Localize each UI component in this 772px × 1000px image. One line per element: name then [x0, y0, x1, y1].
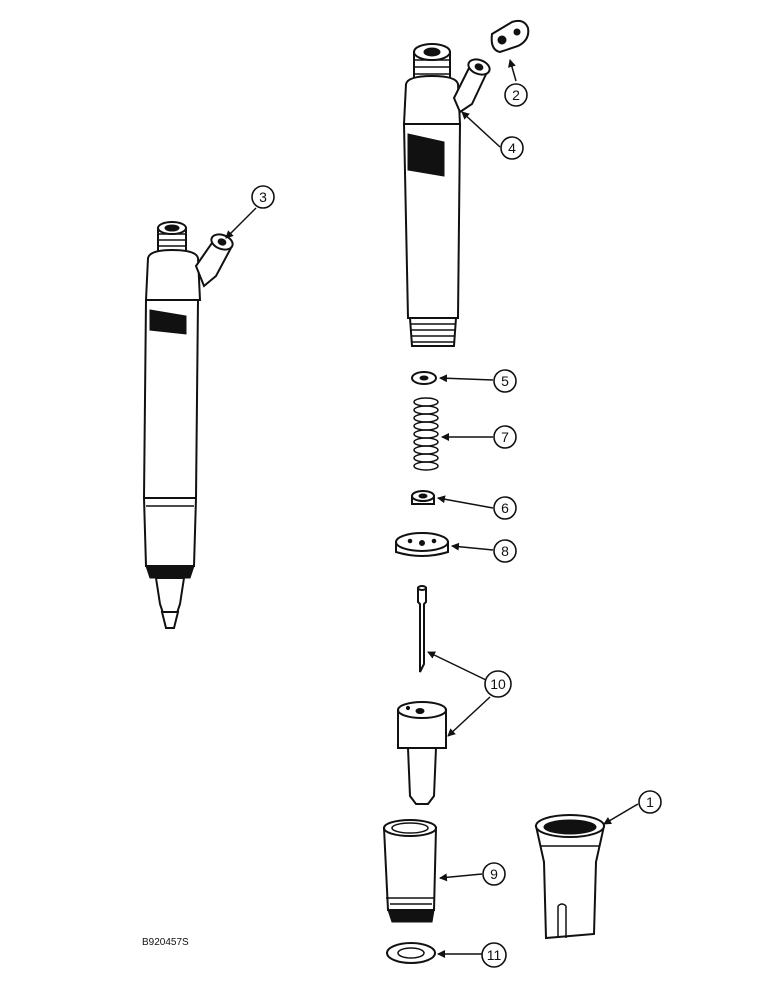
callout-4-label: 4 [508, 140, 516, 156]
callouts: 1 2 3 4 5 6 7 8 [251, 83, 662, 968]
callout-6: 6 [493, 496, 517, 520]
callout-10-label: 10 [490, 676, 506, 692]
callout-7-label: 7 [501, 429, 509, 445]
callout-10: 10 [484, 670, 512, 698]
spring-seat [411, 490, 435, 505]
leader-6 [437, 495, 494, 509]
leader-5 [439, 374, 494, 383]
leader-10a [427, 651, 487, 681]
callout-9: 9 [482, 862, 506, 886]
leader-2 [508, 59, 517, 82]
injector-sleeve [534, 814, 606, 940]
callout-2: 2 [504, 83, 528, 107]
needle-valve [417, 585, 427, 673]
callout-1-label: 1 [646, 794, 654, 810]
callout-2-label: 2 [512, 87, 520, 103]
callout-7: 7 [493, 425, 517, 449]
injector-holder-body [402, 43, 491, 347]
shim-washer [411, 371, 437, 385]
callout-11-label: 11 [487, 947, 502, 963]
callout-5-label: 5 [501, 373, 509, 389]
leader-10b [447, 696, 491, 737]
leader-3 [225, 207, 257, 239]
leader-9 [439, 873, 483, 882]
callout-3: 3 [251, 185, 275, 209]
leader-lines [225, 59, 639, 958]
callout-4: 4 [500, 136, 524, 160]
nozzle-nut [382, 819, 438, 923]
sealing-washer [386, 942, 436, 964]
pressure-spring [413, 397, 439, 471]
leader-8 [451, 542, 494, 551]
callout-6-label: 6 [501, 500, 509, 516]
callout-3-label: 3 [259, 189, 267, 205]
callout-1: 1 [638, 790, 662, 814]
callout-5: 5 [493, 369, 517, 393]
nozzle-body [397, 701, 447, 805]
callout-8-label: 8 [501, 543, 509, 559]
figure-id: B920457S [142, 937, 189, 948]
assembled-injector [142, 221, 234, 629]
banjo-washer [490, 19, 530, 54]
callout-9-label: 9 [490, 866, 498, 882]
leader-4 [461, 111, 501, 148]
leader-1 [603, 803, 639, 825]
callout-11: 11 [481, 942, 507, 968]
intermediate-plate [395, 532, 449, 557]
callout-8: 8 [493, 539, 517, 563]
